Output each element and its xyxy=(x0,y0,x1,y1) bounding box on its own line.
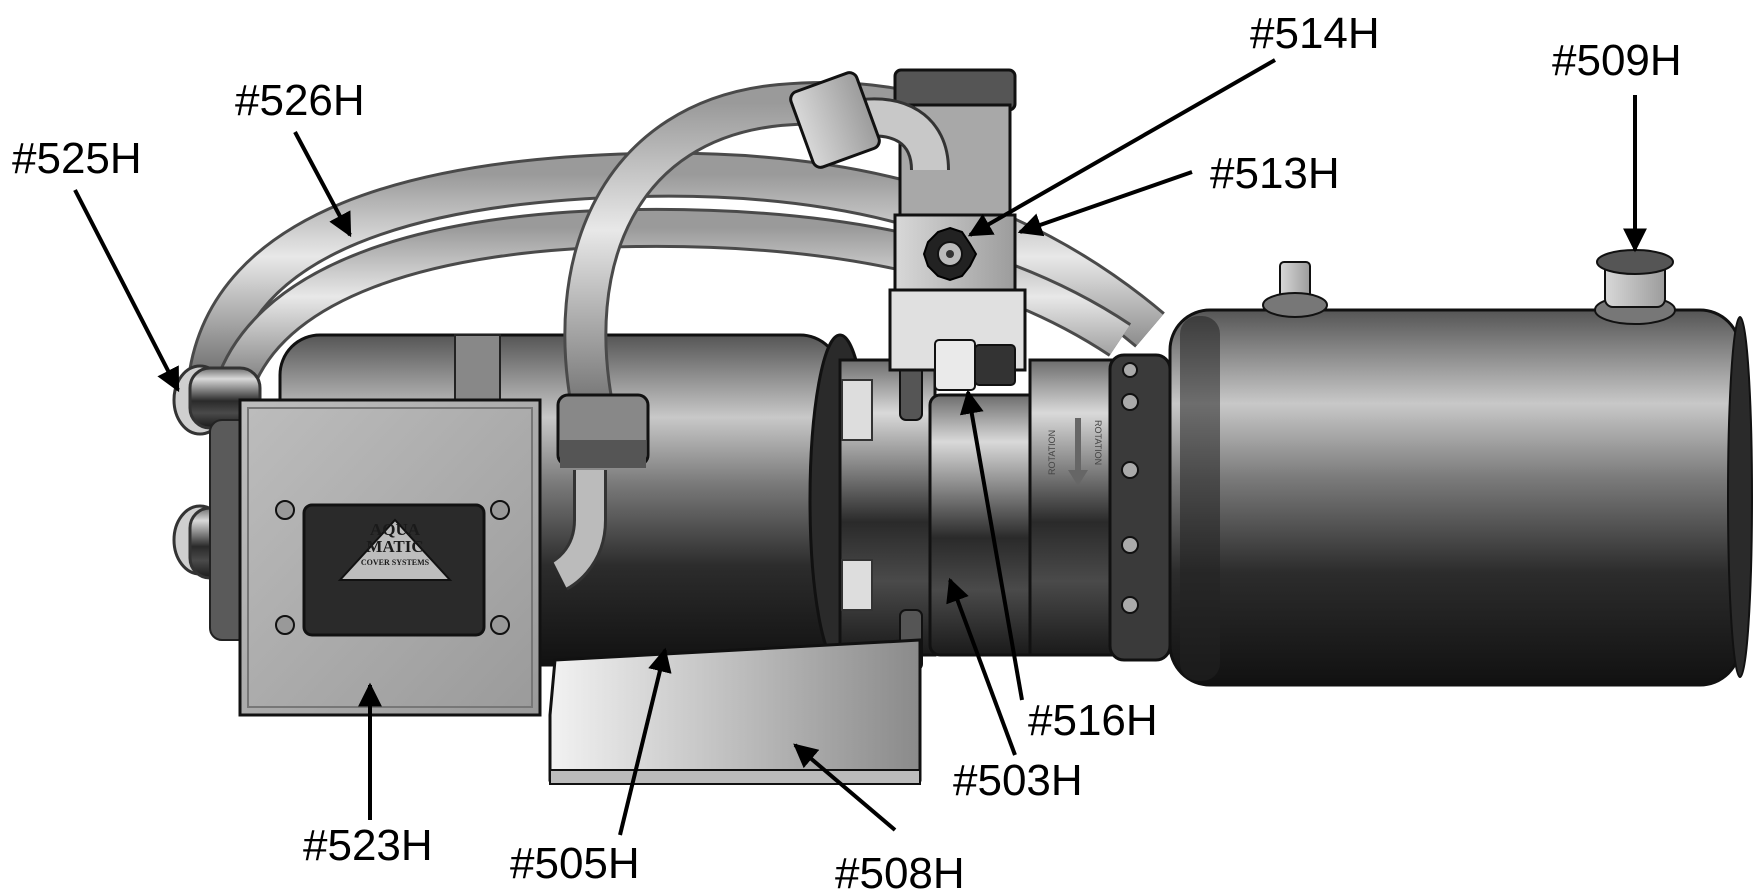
label-508: #508H xyxy=(835,849,965,894)
junction-box-523: AQUA MATIC COVER SYSTEMS xyxy=(238,398,542,717)
arrow-503 xyxy=(946,577,1017,756)
label-505: #505H xyxy=(510,839,640,888)
valve-knob-514 xyxy=(922,226,978,282)
rotation-label-right: ROTATION xyxy=(1093,420,1103,465)
rotation-label-left: ROTATION xyxy=(1047,430,1057,475)
arrow-516 xyxy=(959,389,1024,701)
arrow-513 xyxy=(1017,170,1193,237)
relief-fitting-516 xyxy=(934,339,1016,391)
label-523: #523H xyxy=(303,821,433,870)
label-526: #526H xyxy=(235,76,365,125)
arrow-526 xyxy=(293,131,352,238)
arrow-514 xyxy=(967,58,1276,237)
arrow-508 xyxy=(793,743,897,832)
logo-line1: AQUA xyxy=(370,520,421,539)
leader-arrows xyxy=(73,58,1647,836)
rotation-arrow-icon xyxy=(1068,418,1088,486)
callouts: #514H #509H #526H #525H #513H #516H #503… xyxy=(12,9,1682,894)
label-503: #503H xyxy=(953,756,1083,805)
coupling-section xyxy=(838,358,937,671)
logo-line2: MATIC xyxy=(366,537,423,556)
arrow-525 xyxy=(73,189,180,393)
reservoir-tank xyxy=(1168,261,1753,687)
label-525: #525H xyxy=(12,134,142,183)
mounting-bracket-508 xyxy=(548,638,922,785)
rotation-collar: ROTATION ROTATION xyxy=(1028,353,1172,662)
aqua-matic-logo-icon xyxy=(337,518,453,581)
label-516: #516H xyxy=(1028,696,1158,745)
arrow-505 xyxy=(618,647,672,836)
label-514: #514H xyxy=(1250,9,1380,58)
logo-line3: COVER SYSTEMS xyxy=(361,558,430,567)
label-509: #509H xyxy=(1552,36,1682,85)
filler-cap-509 xyxy=(1594,249,1676,325)
motor-elbow xyxy=(551,470,607,591)
label-513: #513H xyxy=(1210,149,1340,198)
pump-housing-503 xyxy=(928,393,1042,657)
